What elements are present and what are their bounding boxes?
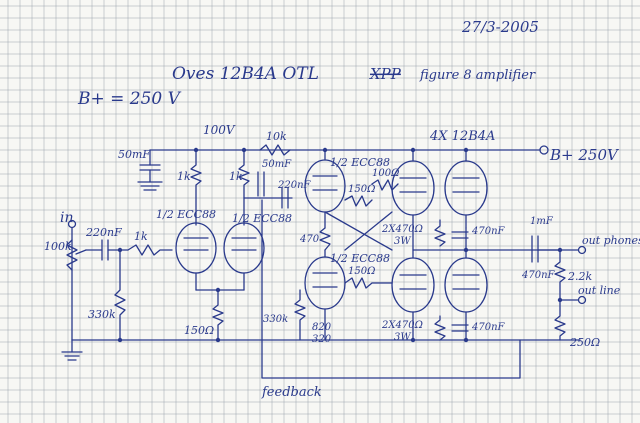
ground-bus <box>61 339 581 361</box>
out-line-label: out line <box>578 284 621 297</box>
r-lower-320-label: 320 <box>312 334 332 345</box>
cap-out-b-label: 470nF <box>521 270 556 281</box>
cap-couple-label: 220nF <box>277 180 312 191</box>
junction-dots <box>117 147 563 343</box>
out-resistor-250 <box>554 299 566 341</box>
r-pi-100-label: 100Ω <box>372 168 399 179</box>
r-out-upper-w-label: 3W <box>394 236 411 247</box>
tube-v2b-label: 1/2 ECC88 <box>330 252 390 265</box>
tube-v1b <box>223 222 265 291</box>
feedback-loop <box>261 199 521 379</box>
cap-out-label: 1mF <box>530 216 554 227</box>
tube-out-4 <box>444 249 488 341</box>
grid-stop-resistor <box>127 244 173 256</box>
plate-resistor-2 <box>238 149 250 226</box>
cap-out-lower-label: 470nF <box>471 322 506 333</box>
tube-out-3 <box>391 249 435 341</box>
r-out-22k-label: 2.2k <box>567 270 592 283</box>
lower-resistor-330k <box>294 289 306 341</box>
r-feed-label: 10k <box>266 130 287 143</box>
tube-v1a-label: 1/2 ECC88 <box>156 208 216 221</box>
struck-word: XPP <box>369 65 402 83</box>
node-voltage-label: 100V <box>203 123 236 137</box>
out-cap <box>531 235 539 263</box>
cap-decouple-label: 50mF <box>262 159 292 170</box>
pi-resistor-150 <box>344 195 373 207</box>
supply-cap <box>137 149 197 191</box>
pot-label: 100k <box>44 240 72 253</box>
supply-note: B+ = 250 V <box>77 89 182 109</box>
r-grid-stop-label: 1k <box>134 230 148 243</box>
feedback-label: feedback <box>261 385 322 400</box>
tube-set-label: 4X 12B4A <box>429 129 495 144</box>
input-terminal <box>67 219 77 341</box>
tube-v2a-label: 1/2 ECC88 <box>330 156 390 169</box>
out-cap-upper <box>451 231 469 239</box>
grid-leak-resistor <box>114 249 126 341</box>
r-out-upper-label: 2X470Ω <box>381 224 423 235</box>
r-pi-470-label: 470 <box>299 234 320 245</box>
r-lower-820-label: 820 <box>312 322 332 333</box>
pi-resistor-100 <box>371 179 399 191</box>
r-out-lower-label: 2X470Ω <box>381 320 423 331</box>
pi-resistor-b <box>344 277 393 289</box>
out-resistor-upper <box>434 219 446 247</box>
bplus-label: B+ 250V <box>549 146 620 164</box>
r-grid-leak-label: 330k <box>88 308 116 321</box>
out-resistor-22k <box>554 249 566 301</box>
title-text: Oves 12B4A OTL <box>172 64 319 84</box>
cap-in-label: 220nF <box>85 226 122 239</box>
plate-resistor-1 <box>190 149 202 226</box>
r-plate2-label: 1k <box>229 170 243 183</box>
date-label: 27/3-2005 <box>461 18 539 36</box>
r-plate1-label: 1k <box>177 170 191 183</box>
cap-out-upper-label: 470nF <box>471 226 506 237</box>
input-pot <box>66 239 87 271</box>
r-out-lower-w-label: 3W <box>394 332 411 343</box>
tube-v1a <box>175 222 217 291</box>
out-cap-lower <box>451 324 469 332</box>
r-lower-330-label: 330k <box>263 314 288 325</box>
input-label: in <box>60 210 74 226</box>
r-out-250-label: 250Ω <box>569 336 600 349</box>
tube-out-1 <box>391 149 435 229</box>
pi-cross-wires <box>324 211 393 251</box>
out-phones-label: out phones <box>582 234 640 247</box>
bplus-rail <box>195 145 549 155</box>
out-line-terminal <box>559 295 587 305</box>
cap-supply-label: 50mF <box>118 148 150 161</box>
out-resistor-lower <box>434 315 446 341</box>
decouple-cap <box>257 171 265 197</box>
r-cathode-label: 150Ω <box>184 324 214 337</box>
tube-out-2 <box>444 149 488 229</box>
pi-resistor-470 <box>319 227 331 251</box>
r-pi-150-label: 150Ω <box>348 184 375 195</box>
r-pi-b-label: 150Ω <box>348 266 375 277</box>
feed-resistor <box>259 144 291 156</box>
coupling-cap <box>243 187 293 209</box>
title-tail: figure 8 amplifier <box>419 68 536 83</box>
